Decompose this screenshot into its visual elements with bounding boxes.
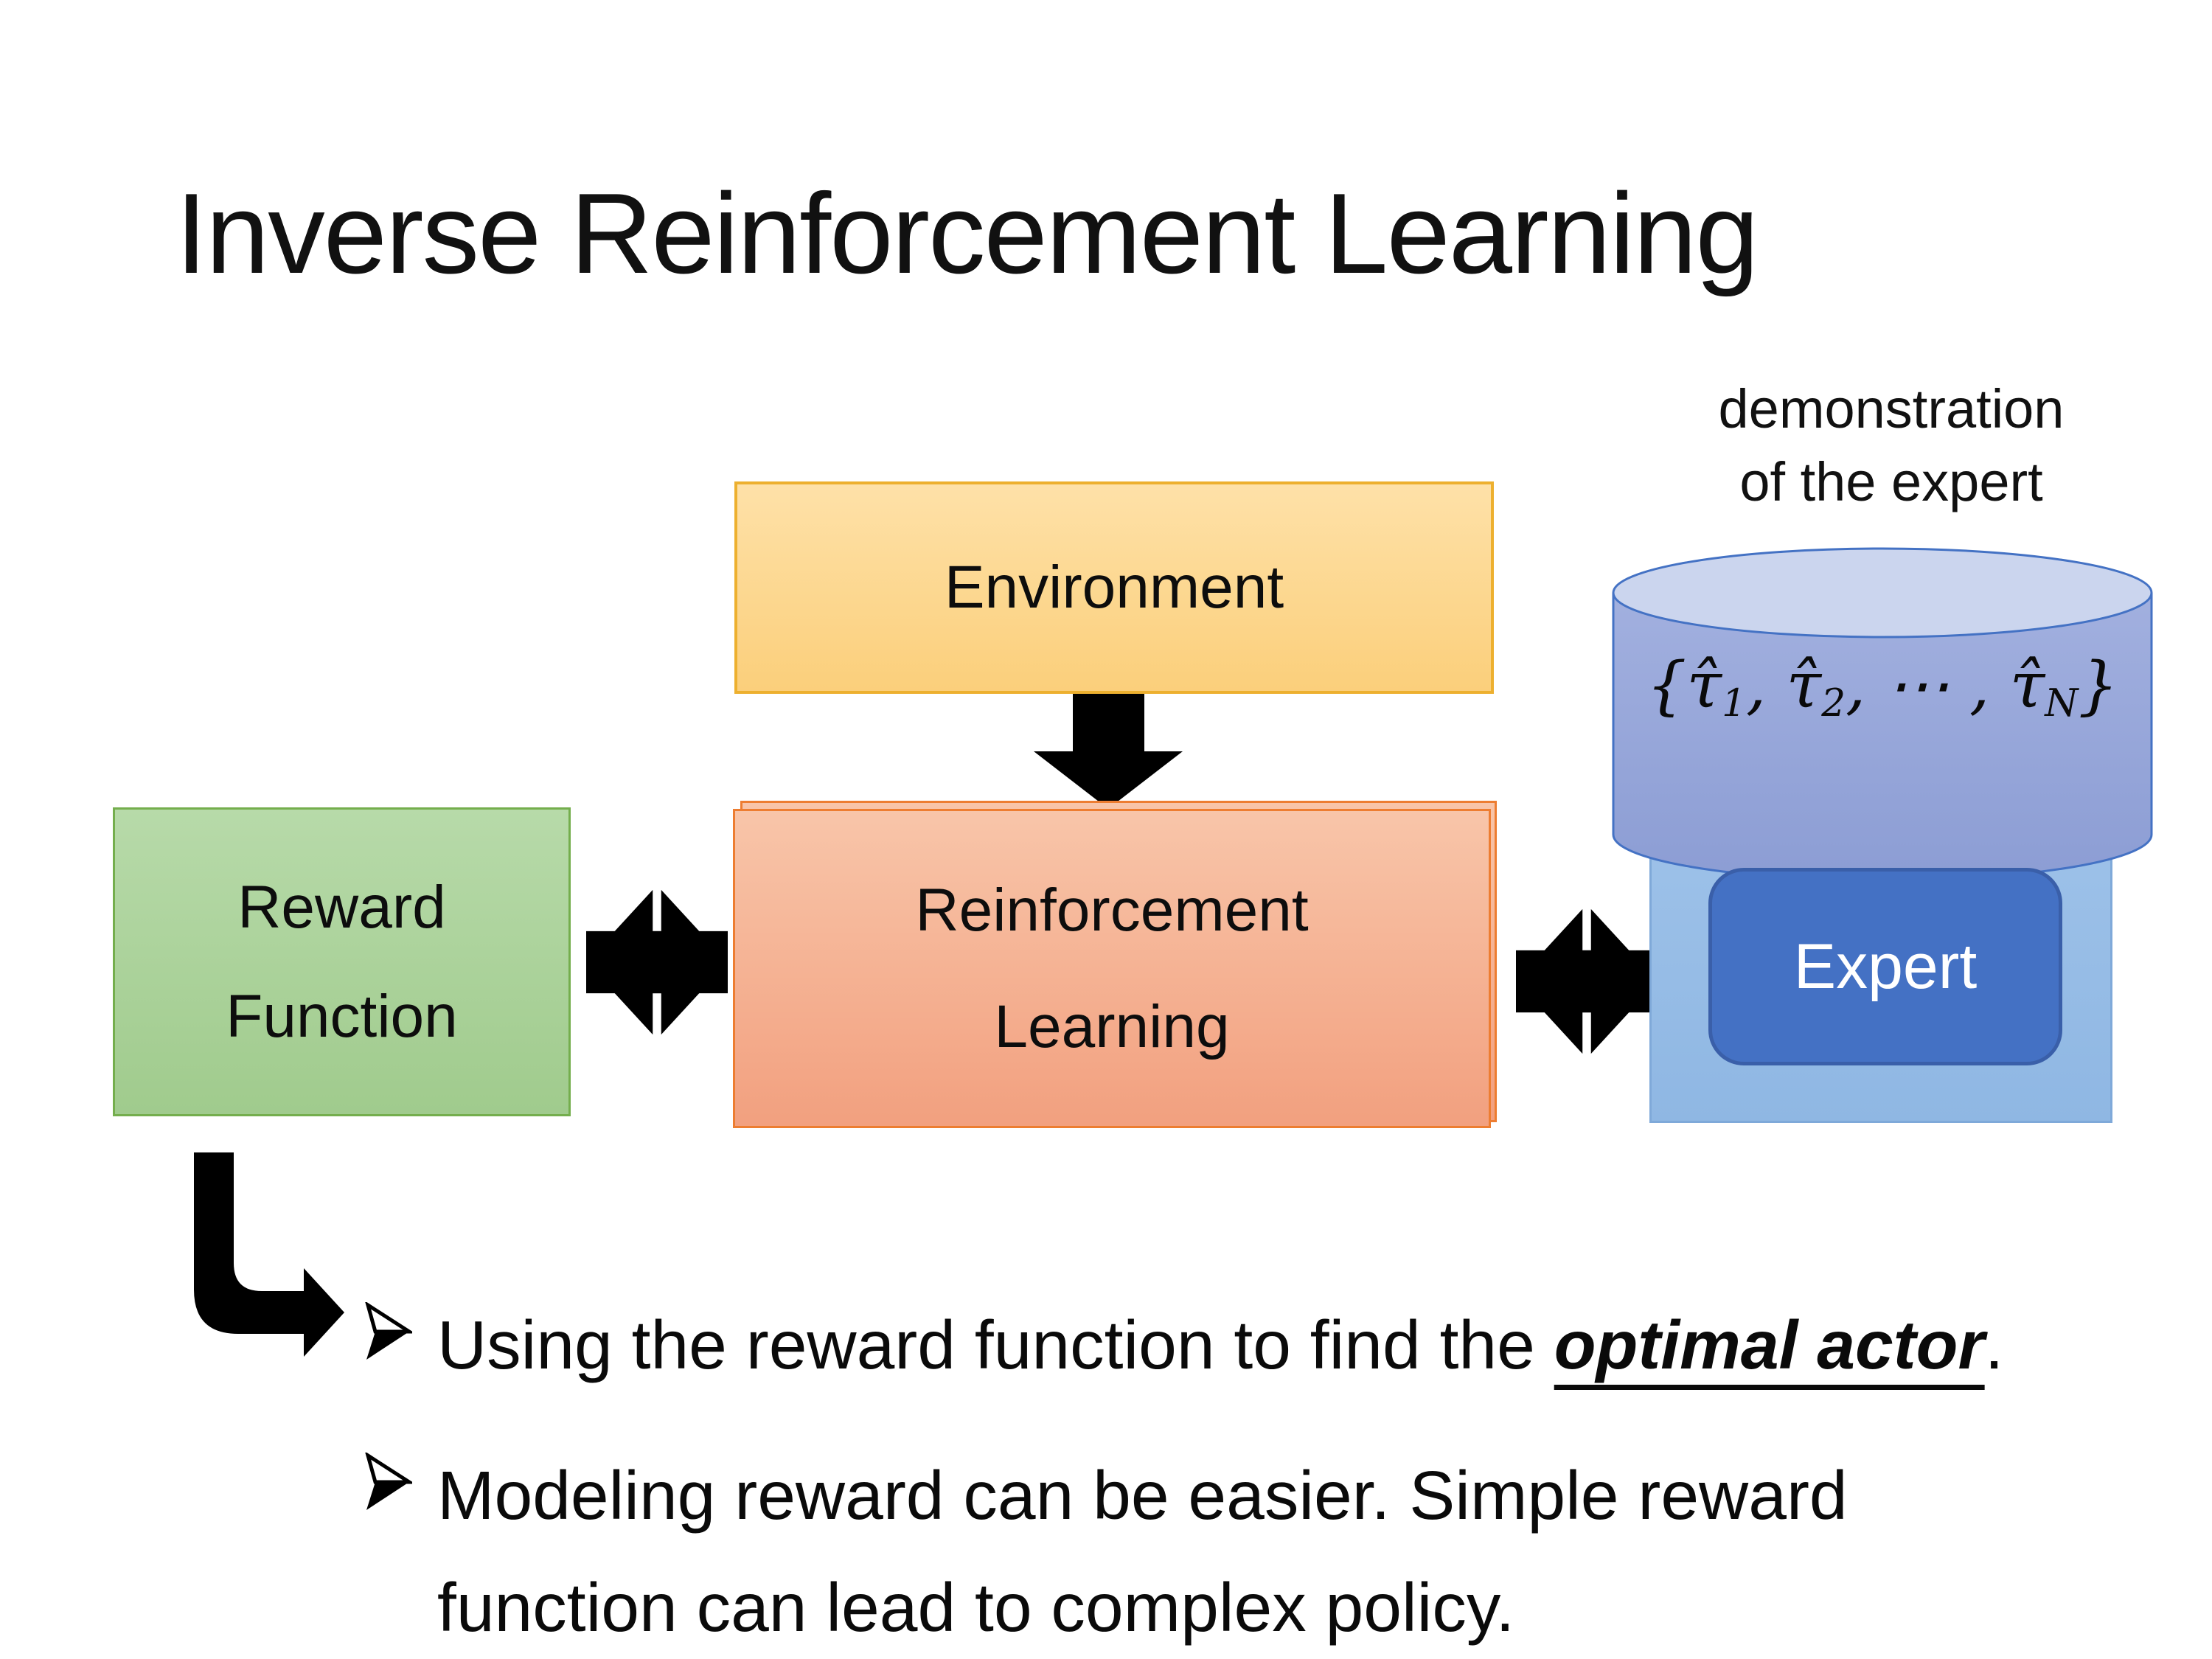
bullet-item-1: Using the reward function to find the op…: [365, 1289, 2135, 1401]
demonstration-label: demonstration of the expert: [1633, 372, 2149, 518]
bullet-list: Using the reward function to find the op…: [365, 1289, 2135, 1659]
reward-function-label-line2: Function: [226, 982, 458, 1050]
bullet-arrow-icon: [365, 1302, 412, 1360]
double-arrow-left-icon: [586, 889, 728, 1035]
expert-box: Expert: [1708, 868, 2062, 1065]
bullet-item-2: Modeling reward can be easier. Simple re…: [365, 1439, 2135, 1659]
reward-function-box: Reward Function: [113, 807, 571, 1116]
elbow-arrow-icon: [194, 1152, 344, 1357]
optimal-actor-emphasis: optimal actor: [1554, 1307, 1985, 1383]
expert-label: Expert: [1793, 931, 1978, 1002]
reward-function-label-line1: Reward: [237, 873, 446, 941]
bullet-text-2: Modeling reward can be easier. Simple re…: [437, 1457, 1848, 1646]
down-arrow-icon: [1034, 694, 1183, 809]
slide-title: Inverse Reinforcement Learning: [175, 170, 1759, 297]
environment-box: Environment: [734, 481, 1494, 694]
demonstration-label-line2: of the expert: [1739, 451, 2043, 512]
reinforcement-learning-label-line1: Reinforcement: [915, 876, 1309, 944]
demonstration-label-line1: demonstration: [1718, 378, 2065, 439]
bullet-text-1: Using the reward function to find the op…: [437, 1307, 2004, 1383]
reinforcement-learning-box: Reinforcement Learning: [733, 809, 1491, 1128]
bullet-arrow-icon: [365, 1453, 412, 1510]
environment-label: Environment: [944, 554, 1284, 621]
reinforcement-learning-label-line2: Learning: [994, 992, 1230, 1060]
double-arrow-right-icon: [1516, 908, 1658, 1054]
database-cylinder-icon: [1612, 547, 2153, 882]
trajectory-set-formula: {τ̂1, τ̂2, ⋯ , τ̂N}: [1646, 649, 2119, 726]
